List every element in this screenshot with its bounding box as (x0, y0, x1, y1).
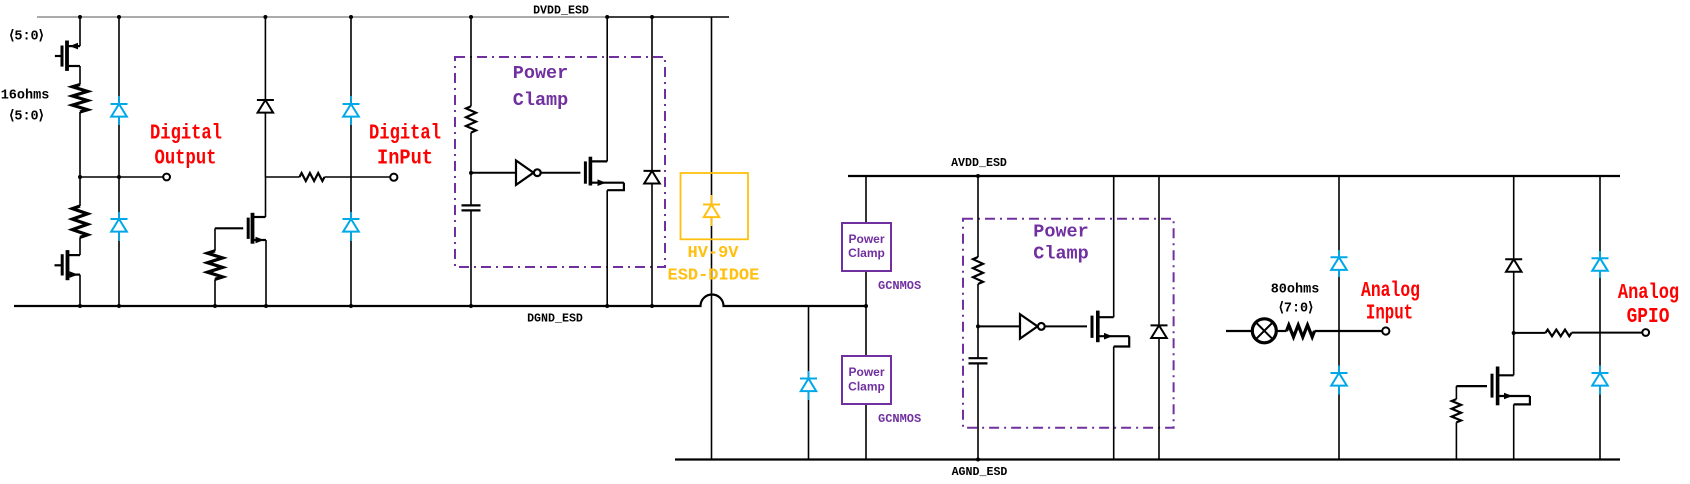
svg-text:Power: Power (848, 232, 884, 246)
svg-text:AVDD_ESD: AVDD_ESD (951, 156, 1007, 170)
svg-text:Digital: Digital (150, 121, 222, 145)
svg-text:GCNMOS: GCNMOS (878, 412, 921, 426)
svg-text:80ohms: 80ohms (1271, 283, 1320, 298)
svg-text:InPut: InPut (377, 145, 433, 169)
svg-text:⟨7:0⟩: ⟨7:0⟩ (1279, 301, 1314, 317)
svg-text:HV-9V: HV-9V (687, 244, 739, 263)
svg-text:⟨5:0⟩: ⟨5:0⟩ (9, 29, 44, 45)
svg-text:DGND_ESD: DGND_ESD (527, 311, 583, 325)
svg-text:GCNMOS: GCNMOS (878, 279, 921, 293)
svg-text:Power: Power (513, 63, 569, 84)
svg-text:DVDD_ESD: DVDD_ESD (533, 3, 589, 17)
svg-text:Clamp: Clamp (848, 379, 885, 393)
svg-text:GPIO: GPIO (1627, 305, 1670, 329)
svg-text:Digital: Digital (369, 121, 441, 145)
svg-text:Input: Input (1366, 302, 1413, 326)
svg-text:Analog: Analog (1361, 278, 1420, 303)
svg-text:Power: Power (848, 365, 884, 379)
svg-text:AGND_ESD: AGND_ESD (952, 465, 1008, 479)
svg-text:Output: Output (155, 146, 217, 170)
svg-text:Clamp: Clamp (848, 246, 885, 260)
svg-text:Analog: Analog (1618, 280, 1679, 304)
svg-text:ESD-DIDOE: ESD-DIDOE (667, 267, 759, 286)
svg-text:Clamp: Clamp (1033, 243, 1089, 264)
svg-text:Power: Power (1033, 222, 1089, 243)
svg-text:Clamp: Clamp (513, 90, 569, 111)
svg-text:16ohms: 16ohms (1, 89, 50, 104)
svg-text:⟨5:0⟩: ⟨5:0⟩ (9, 108, 44, 124)
